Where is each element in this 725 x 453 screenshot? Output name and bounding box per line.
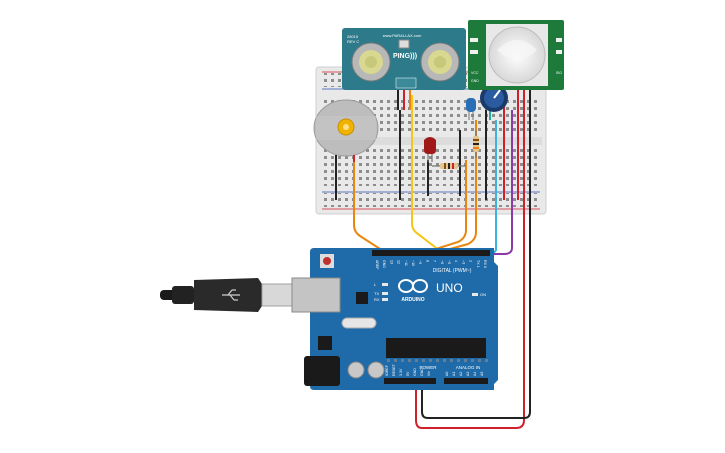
led-label-rx: RX xyxy=(374,297,380,302)
sensor-model-text: 28015 xyxy=(347,34,359,39)
potentiometer[interactable] xyxy=(480,84,508,112)
on-led xyxy=(472,293,478,296)
pin-label: A3 xyxy=(466,372,470,376)
ultrasonic-sensor[interactable]: www.PARALLAX.com 28015 REV C PING))) xyxy=(342,28,466,90)
pin-label: ~6 xyxy=(440,260,444,264)
red-led[interactable] xyxy=(424,137,436,162)
pin-label: ~9 xyxy=(418,260,422,264)
pin-label: IOREF xyxy=(385,364,389,376)
pin-label: 7 xyxy=(433,260,437,262)
sensor-name-text: PING))) xyxy=(393,53,417,60)
pir-sensor[interactable]: SIG VCC GND xyxy=(468,20,564,90)
power-header-label: POWER xyxy=(419,365,437,370)
power-jack[interactable] xyxy=(304,356,340,386)
analog-pin-header[interactable] xyxy=(444,378,488,384)
pin-label: RESET xyxy=(392,363,396,376)
pot-knob-indicator xyxy=(493,89,501,99)
board-brand-label: ARDUINO xyxy=(401,297,424,303)
rx-led xyxy=(382,298,388,301)
board-model-label: UNO xyxy=(436,281,463,295)
pin-label: TX 1 xyxy=(476,260,480,268)
arduino-infinity-logo xyxy=(398,279,428,293)
wire-yellow-signal[interactable] xyxy=(411,95,445,255)
pin-label: 5V xyxy=(406,371,410,376)
digital-header-label: DIGITAL (PWM~) xyxy=(433,268,472,274)
pin-label: GND xyxy=(420,368,424,376)
capacitor-2 xyxy=(367,361,385,379)
usb-icon xyxy=(222,289,240,301)
pin-label: A2 xyxy=(459,372,463,376)
pin-label: 8 xyxy=(425,260,429,262)
arduino-uno-board[interactable]: UNO ARDUINO DIGITAL (PWM~) POWER ANALOG … xyxy=(291,248,498,390)
terminal-strip-bottom[interactable] xyxy=(324,148,538,186)
usb-port[interactable] xyxy=(291,277,341,313)
pin-label: 13 xyxy=(389,260,393,264)
usb-connector-metal xyxy=(261,283,293,307)
pin-label: RX 0 xyxy=(483,260,487,268)
wire-orange-led[interactable] xyxy=(419,160,467,255)
pir-label-gnd: GND xyxy=(471,79,479,83)
pin-label: A5 xyxy=(480,372,484,376)
wire-black-gnd[interactable] xyxy=(421,90,531,419)
pin-label: GND xyxy=(413,368,417,376)
pin-label: ~10 xyxy=(411,260,415,266)
resistor-horizontal[interactable] xyxy=(432,163,466,169)
analog-header-label: ANALOG IN xyxy=(456,365,481,370)
wire-orange-motor[interactable] xyxy=(353,160,389,255)
bottom-power-rail[interactable] xyxy=(324,193,538,207)
usb-chip xyxy=(356,292,368,304)
pin-label: ~5 xyxy=(447,260,451,264)
pin-label: GND xyxy=(382,260,386,268)
crystal-oscillator xyxy=(341,317,377,329)
pin-label: ~11 xyxy=(404,260,408,266)
pir-label-sig: SIG xyxy=(556,71,562,75)
led-label-tx: TX xyxy=(374,291,379,296)
pin-label: AREF xyxy=(375,260,379,270)
pin-label: A4 xyxy=(473,372,477,376)
power-pin-header[interactable] xyxy=(384,378,436,384)
pin-label: 2 xyxy=(469,260,473,262)
pin-label: 3.3V xyxy=(399,368,403,376)
resistor-vertical[interactable] xyxy=(473,130,479,158)
capacitor[interactable] xyxy=(466,98,476,120)
wire-red-5v[interactable] xyxy=(415,90,525,429)
tx-led xyxy=(382,292,388,295)
wire-purple[interactable] xyxy=(484,110,513,255)
pin-label: A1 xyxy=(452,372,456,376)
pin-label: 12 xyxy=(397,260,401,264)
digital-pin-header[interactable] xyxy=(372,250,490,256)
atmega-chip xyxy=(386,338,486,358)
usb-cable[interactable] xyxy=(160,278,293,312)
dc-motor[interactable] xyxy=(313,99,379,162)
capacitor-1 xyxy=(347,361,365,379)
sensor-rev-text: REV C xyxy=(347,39,359,44)
l-led xyxy=(382,283,388,286)
wire-orange-pot[interactable] xyxy=(431,120,477,255)
on-led-label: ON xyxy=(480,292,486,297)
led-label-l: L xyxy=(374,282,377,287)
pin-label: A0 xyxy=(445,372,449,376)
sensor-brand-text: www.PARALLAX.com xyxy=(383,33,422,38)
pin-label: 4 xyxy=(454,260,458,262)
pir-label-vcc: VCC xyxy=(471,71,479,75)
pin-label: Vin xyxy=(427,371,431,376)
voltage-regulator xyxy=(318,336,332,350)
pin-label: ~3 xyxy=(461,260,465,264)
